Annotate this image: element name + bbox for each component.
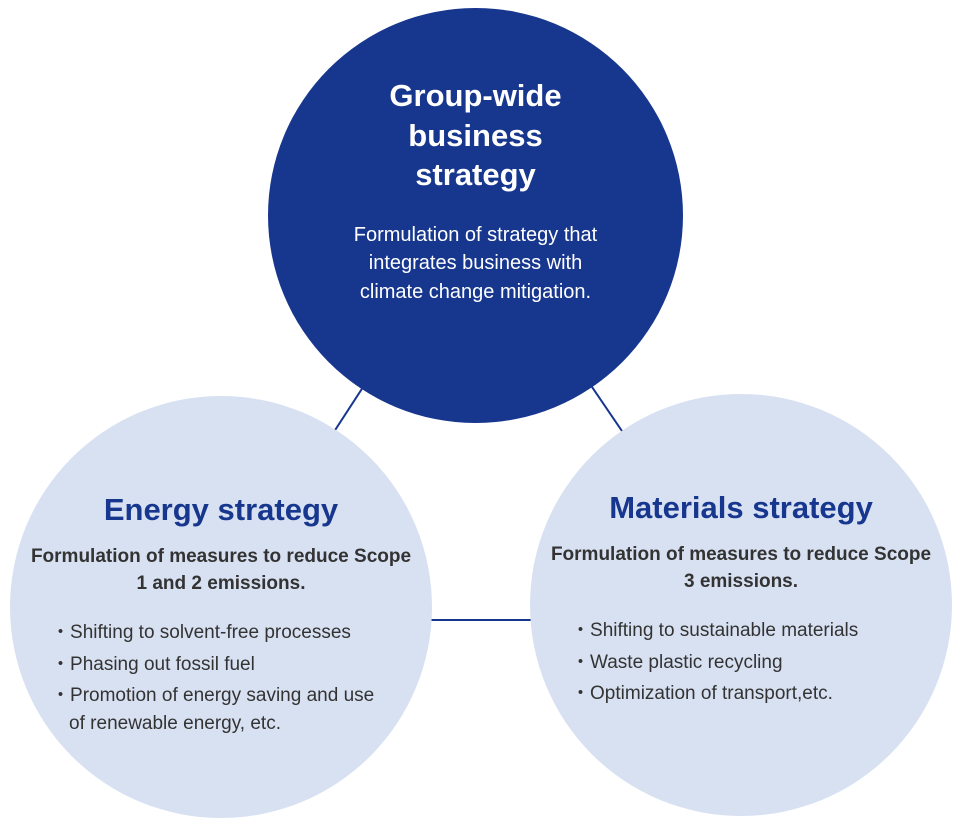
bullet-item: Shifting to sustainable materials	[571, 617, 911, 645]
materials-strategy-subtitle: Formulation of measures to reduce Scope …	[550, 544, 932, 592]
materials-strategy-bullet-list: Shifting to sustainable materials Waste …	[571, 617, 911, 712]
energy-strategy-title: Energy strategy	[103, 492, 339, 527]
group-wide-strategy-title: Group-wide business strategy	[389, 78, 562, 193]
bullet-item: Phasing out fossil fuel	[51, 651, 391, 679]
energy-strategy-circle: Energy strategy Formulation of measures …	[10, 396, 432, 818]
bullet-item: Promotion of energy saving and use of re…	[51, 682, 391, 737]
group-wide-strategy-description: Formulation of strategy that integrates …	[353, 224, 598, 303]
bullet-item: Waste plastic recycling	[571, 649, 911, 677]
bullet-item: Shifting to solvent-free processes	[51, 619, 391, 647]
energy-strategy-bullet-list: Shifting to solvent-free processes Phasi…	[51, 619, 391, 741]
materials-strategy-title: Materials strategy	[609, 490, 873, 525]
bullet-item: Optimization of transport,etc.	[571, 680, 911, 708]
group-wide-strategy-circle: Group-wide business strategy Formulation…	[268, 8, 683, 423]
energy-strategy-subtitle: Formulation of measures to reduce Scope …	[30, 546, 412, 594]
materials-strategy-circle: Materials strategy Formulation of measur…	[530, 394, 952, 816]
